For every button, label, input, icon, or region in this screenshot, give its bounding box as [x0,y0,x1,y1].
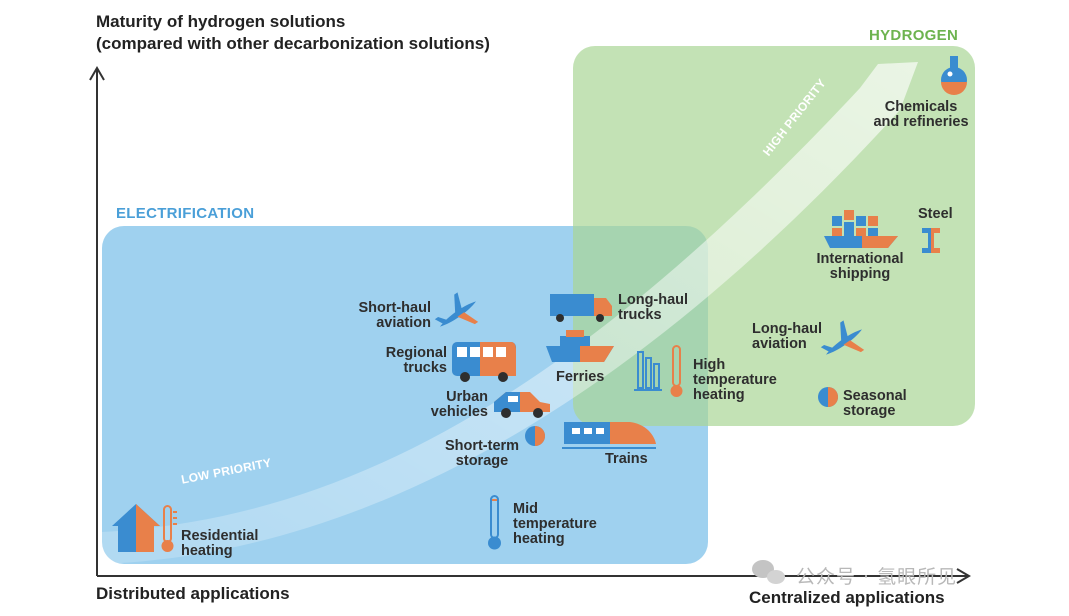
long-haul-aviation-label: Long-haul aviation [752,321,823,352]
steel-label: Steel [918,206,953,222]
high-temperature-heating-label: High temperature heating [693,357,777,403]
steel-beam-icon [922,228,940,253]
long-haul-plane-icon [820,320,865,355]
x-axis-right-label: Centralized applications [749,588,945,607]
high-temperature-icon [634,345,683,397]
car-icon [494,392,550,418]
container-ship-icon [824,210,898,248]
bus-icon [452,342,516,382]
plane-icon [434,292,479,327]
x-axis-left-label: Distributed applications [96,584,290,603]
house-icon [112,504,160,552]
train-icon [562,422,656,449]
wechat-icon [752,560,785,584]
short-haul-aviation-label: Short-haul aviation [358,300,432,331]
y-axis-title-line2: (compared with other decarbonization sol… [96,34,490,53]
ferries-label: Ferries [556,369,605,385]
mid-thermometer-icon [488,495,501,550]
urban-vehicles-label: Urban vehicles [430,389,488,420]
x-axis [97,568,971,584]
ferry-icon [546,330,614,362]
watermark-text: 公众号 · 氢眼所见 [796,566,958,588]
flask-icon [941,56,967,95]
seasonal-storage-icon [818,387,838,407]
international-shipping-label: International shipping [816,251,904,282]
short-term-storage-label: Short-term storage [444,438,520,469]
regional-trucks-label: Regional trucks [385,345,447,376]
y-axis-title: Maturity of hydrogen solutions (compared… [96,11,490,55]
thermometer-icon [161,505,177,552]
mid-temperature-heating-label: Mid temperature heating [513,501,597,547]
trains-label: Trains [605,451,648,467]
hydrogen-title: HYDROGEN [869,27,959,44]
electrification-title: ELECTRIFICATION [116,205,255,222]
truck-icon [550,294,612,322]
y-axis-title-line1: Maturity of hydrogen solutions [96,12,346,31]
long-haul-trucks-label: Long-haul trucks [618,292,689,323]
residential-heating-label: Residential heating [181,528,259,559]
seasonal-storage-label: Seasonal storage [843,388,907,419]
y-axis [89,66,105,576]
chemicals-refineries-label: Chemicals and refineries [873,99,969,130]
short-term-storage-icon [525,426,545,446]
